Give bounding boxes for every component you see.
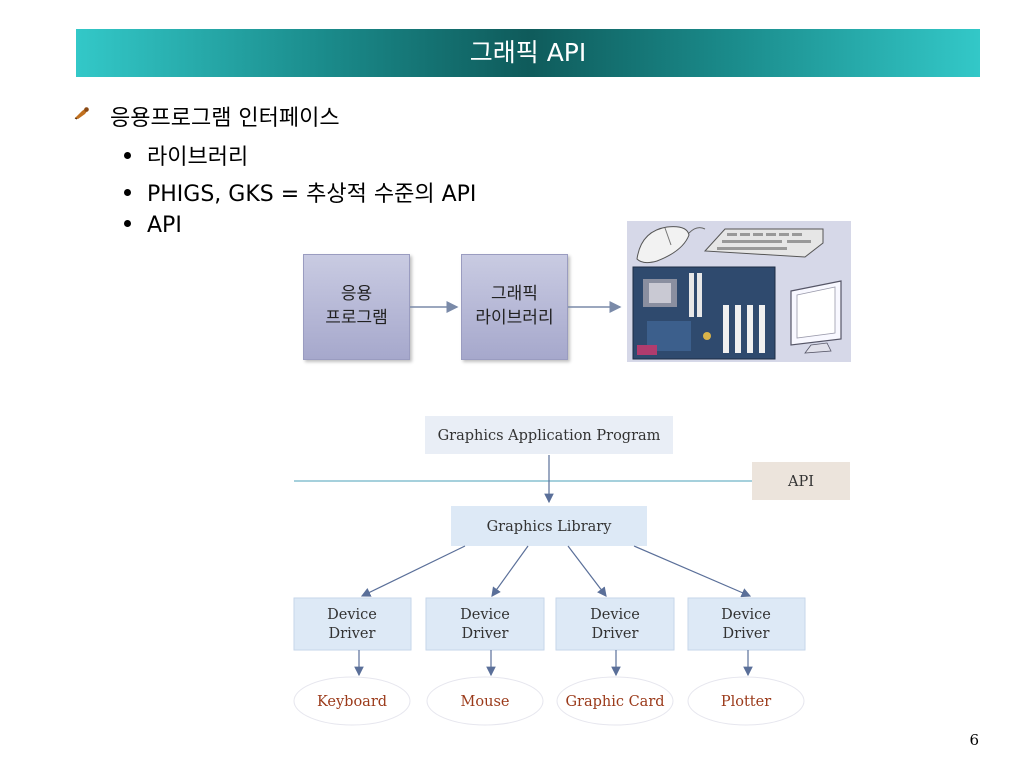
device-keyboard-label: Keyboard [317, 694, 387, 710]
driver-3-line2: Driver [592, 626, 639, 642]
driver-1-line2: Driver [329, 626, 376, 642]
driver-3-line1: Device [590, 607, 640, 623]
driver-node-4 [687, 597, 806, 651]
library-label: Graphics Library [487, 519, 613, 535]
device-plotter-label: Plotter [721, 694, 771, 710]
arrow-lib-to-driver-1 [360, 545, 466, 597]
sub-bullet-api: API [124, 213, 182, 238]
arrow-lib-to-driver-4 [633, 545, 752, 598]
driver-node-1 [293, 597, 412, 651]
slide-title: 그래픽 API [469, 38, 587, 67]
app-program-label: Graphics Application Program [438, 428, 661, 444]
mouse-icon [636, 226, 706, 264]
motherboard-icon [632, 266, 776, 360]
api-label: API [787, 474, 814, 490]
app-program-box: 응용 프로그램 [303, 254, 410, 360]
sub-bullet-library: 라이브러리 [124, 139, 248, 171]
driver-node-3 [555, 597, 675, 651]
arrow-lib-to-driver-3 [567, 545, 607, 597]
device-node-keyboard [293, 676, 411, 726]
api-label-box [752, 462, 850, 500]
device-node-graphic-card [556, 676, 674, 726]
app-program-node [425, 416, 673, 454]
driver-2-line1: Device [460, 607, 510, 623]
keyboard-icon [703, 228, 824, 258]
graphics-library-box: 그래픽 라이브러리 [461, 254, 568, 360]
driver-node-2 [425, 597, 545, 651]
device-mouse-label: Mouse [461, 694, 510, 710]
library-node [451, 506, 647, 546]
title-bar: 그래픽 API [76, 29, 980, 77]
driver-2-line2: Driver [462, 626, 509, 642]
device-node-plotter [687, 676, 805, 726]
driver-4-line2: Driver [723, 626, 770, 642]
driver-1-line1: Device [327, 607, 377, 623]
bullet-pin-icon [74, 107, 89, 120]
sub-bullet-phigs: PHIGS, GKS = 추상적 수준의 API [124, 176, 476, 208]
hardware-panel [627, 221, 851, 362]
monitor-icon [790, 280, 842, 354]
page-number: 6 [969, 731, 979, 749]
device-graphic-card-label: Graphic Card [565, 694, 664, 710]
arrow-lib-to-driver-2 [491, 545, 529, 597]
device-node-mouse [426, 676, 544, 726]
bullet-main-text: 응용프로그램 인터페이스 [110, 106, 340, 131]
driver-4-line1: Device [721, 607, 771, 623]
